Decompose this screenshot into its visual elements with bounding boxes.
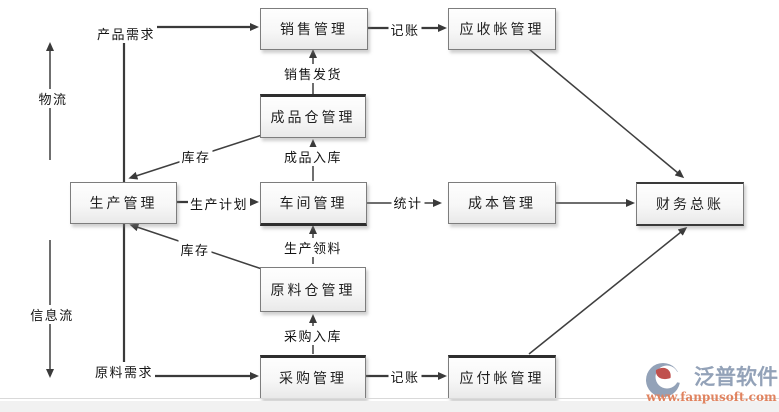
label-sales-delivery: 销售发货 <box>281 64 345 83</box>
label-raw-material-demand: 原料需求 <box>92 362 156 381</box>
node-accounts-receivable-management: 应收帐管理 <box>448 8 556 50</box>
bottom-strip <box>0 401 779 412</box>
node-raw-material-warehouse-management: 原料仓管理 <box>260 267 366 312</box>
label-product-demand: 产品需求 <box>94 24 158 43</box>
watermark-brand-text: 泛普软件 <box>694 365 778 389</box>
node-cost-management: 成本管理 <box>448 182 556 224</box>
node-sales-management: 销售管理 <box>260 8 368 50</box>
label-stock-upper: 库存 <box>179 147 213 166</box>
label-statistics: 统计 <box>391 193 425 212</box>
label-material-flow: 物流 <box>36 89 70 108</box>
arrow-payable-to-ledger <box>528 226 688 355</box>
node-purchase-management: 采购管理 <box>260 355 366 399</box>
node-production-management: 生产管理 <box>70 182 177 224</box>
label-production-picking: 生产领料 <box>281 238 345 257</box>
node-workshop-management: 车间管理 <box>260 182 367 226</box>
label-bookkeeping-top: 记账 <box>388 20 422 39</box>
label-stock-lower: 库存 <box>178 240 212 259</box>
arrow-receivable-to-ledger <box>528 48 685 179</box>
label-bookkeeping-bottom: 记账 <box>388 367 422 386</box>
node-financial-general-ledger: 财务总账 <box>636 182 744 226</box>
node-finished-goods-warehouse-management: 成品仓管理 <box>260 94 366 138</box>
fanpu-logo-icon <box>646 363 693 397</box>
label-information-flow: 信息流 <box>28 305 76 324</box>
bottom-divider-line <box>0 398 779 399</box>
watermark-url-text: www.fanpusoft.com <box>646 390 777 404</box>
label-finished-goods-inbound: 成品入库 <box>281 147 345 166</box>
label-purchase-inbound: 采购入库 <box>281 326 345 345</box>
label-production-plan: 生产计划 <box>187 194 251 213</box>
node-accounts-payable-management: 应付帐管理 <box>448 355 556 399</box>
